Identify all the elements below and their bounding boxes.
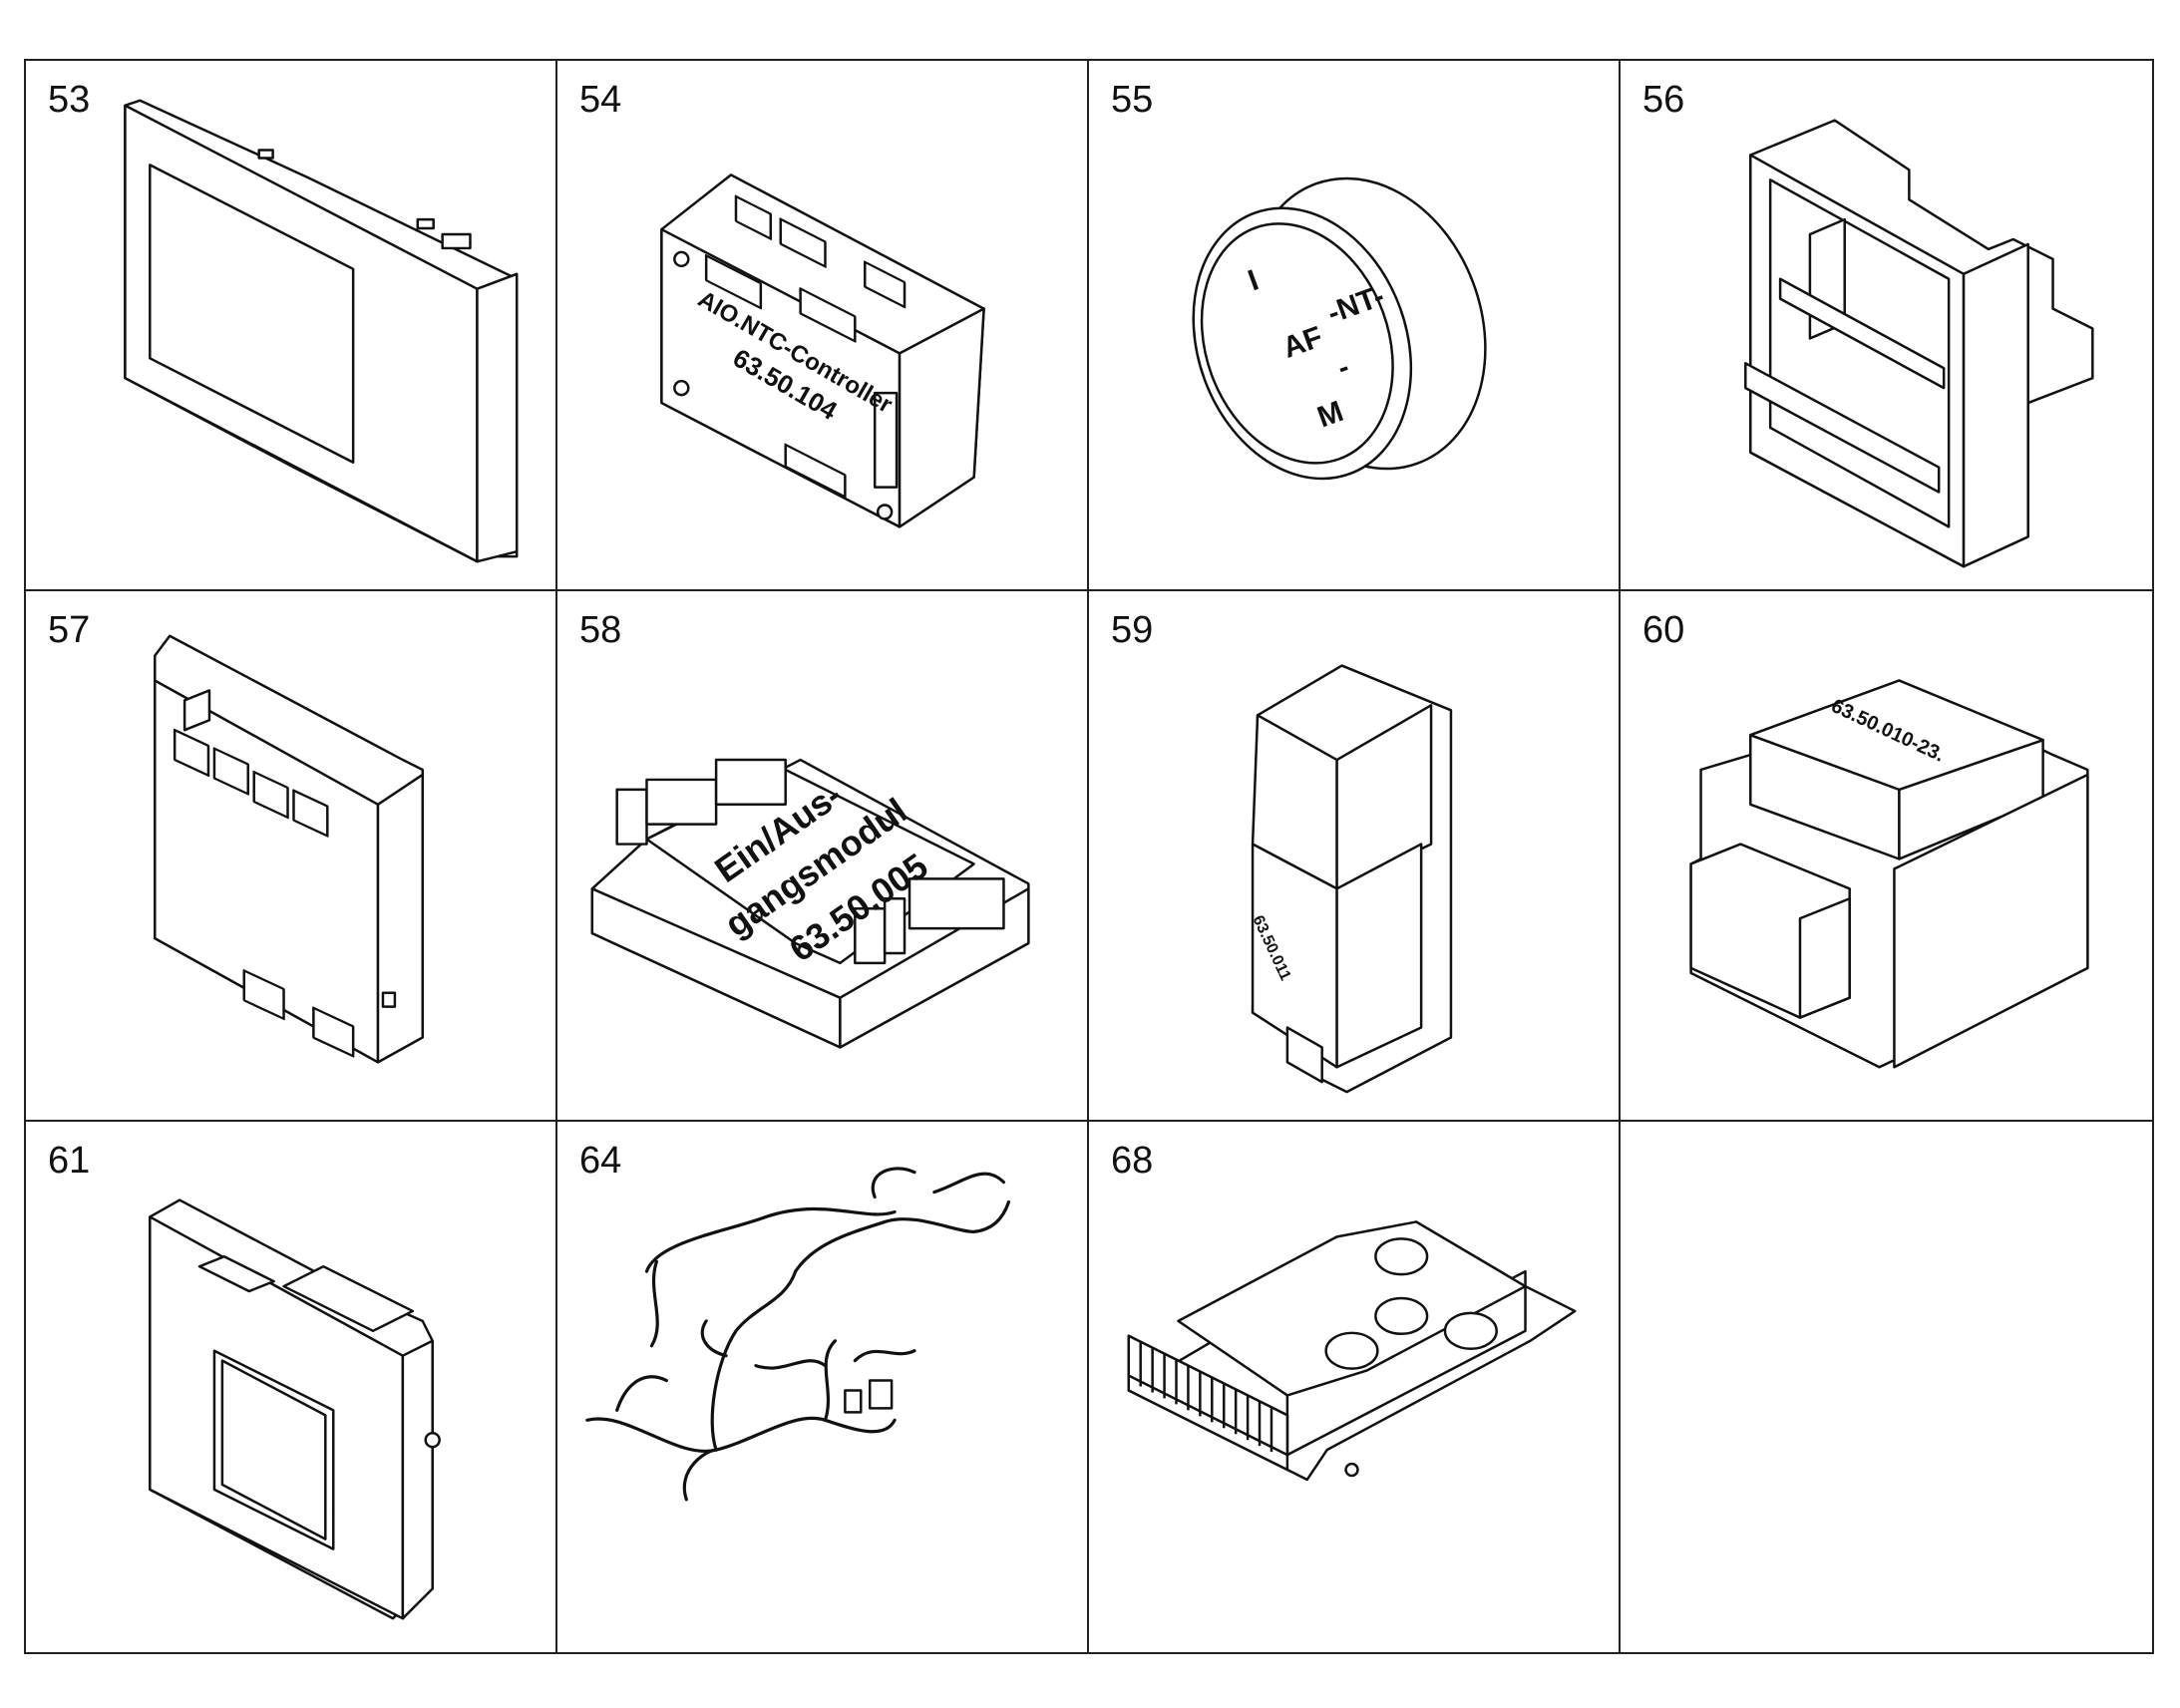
- round-switch-icon: I -NT- AF - M: [1192, 176, 1487, 481]
- part-cell-53[interactable]: 53: [26, 61, 557, 591]
- part-cell-empty: [1621, 1122, 2152, 1652]
- transformer-icon: 63.50.010-23.: [1689, 679, 2089, 1069]
- parts-sheet: 53 54: [24, 59, 2154, 1654]
- part-number: 68: [1111, 1140, 1154, 1182]
- mounting-plate-icon: [149, 1198, 441, 1620]
- part-cell-54[interactable]: 54 AIO.NTC-Controller 63.50.104: [557, 61, 1089, 591]
- part-cell-60[interactable]: 60 63.50.010-23.: [1621, 591, 2152, 1122]
- io-module-icon: Ein/Aus- gangsmodul 63.50.005: [590, 758, 1030, 1049]
- frame-module-icon: [1744, 119, 2094, 568]
- part-number: 60: [1642, 609, 1685, 651]
- part-cell-59[interactable]: 59 63.50.011: [1089, 591, 1621, 1122]
- part-cell-64[interactable]: 64: [557, 1122, 1089, 1652]
- part-cell-61[interactable]: 61: [26, 1122, 557, 1652]
- part-cell-58[interactable]: 58 Ein/Aus- gangsmodul 63.50.005: [557, 591, 1089, 1122]
- heatsink-controller-icon: [1127, 1220, 1577, 1482]
- part-cell-55[interactable]: 55 I -NT- AF - M: [1089, 61, 1621, 591]
- part-number: 56: [1642, 79, 1685, 121]
- parts-grid: 53 54: [26, 61, 2152, 1652]
- part-number: 54: [579, 79, 622, 121]
- part-number: 57: [48, 609, 91, 651]
- part-number: 58: [579, 609, 622, 651]
- part-number: 64: [579, 1140, 622, 1182]
- relay-board-icon: [154, 634, 424, 1064]
- part-number: 61: [48, 1140, 91, 1182]
- heatsink-fins: [1127, 1335, 1273, 1453]
- din-rail-module-icon: 63.50.011: [1249, 664, 1453, 1094]
- wiring-harness-icon: [585, 1167, 1011, 1502]
- part-number: 55: [1111, 79, 1154, 121]
- part-cell-68[interactable]: 68: [1089, 1122, 1621, 1652]
- part-number: 53: [48, 79, 91, 121]
- part-number: 59: [1111, 609, 1154, 651]
- part-cell-56[interactable]: 56: [1621, 61, 2152, 591]
- controller-module-icon: AIO.NTC-Controller 63.50.104: [660, 173, 985, 528]
- part-cell-57[interactable]: 57: [26, 591, 557, 1122]
- display-panel-icon: [124, 99, 519, 563]
